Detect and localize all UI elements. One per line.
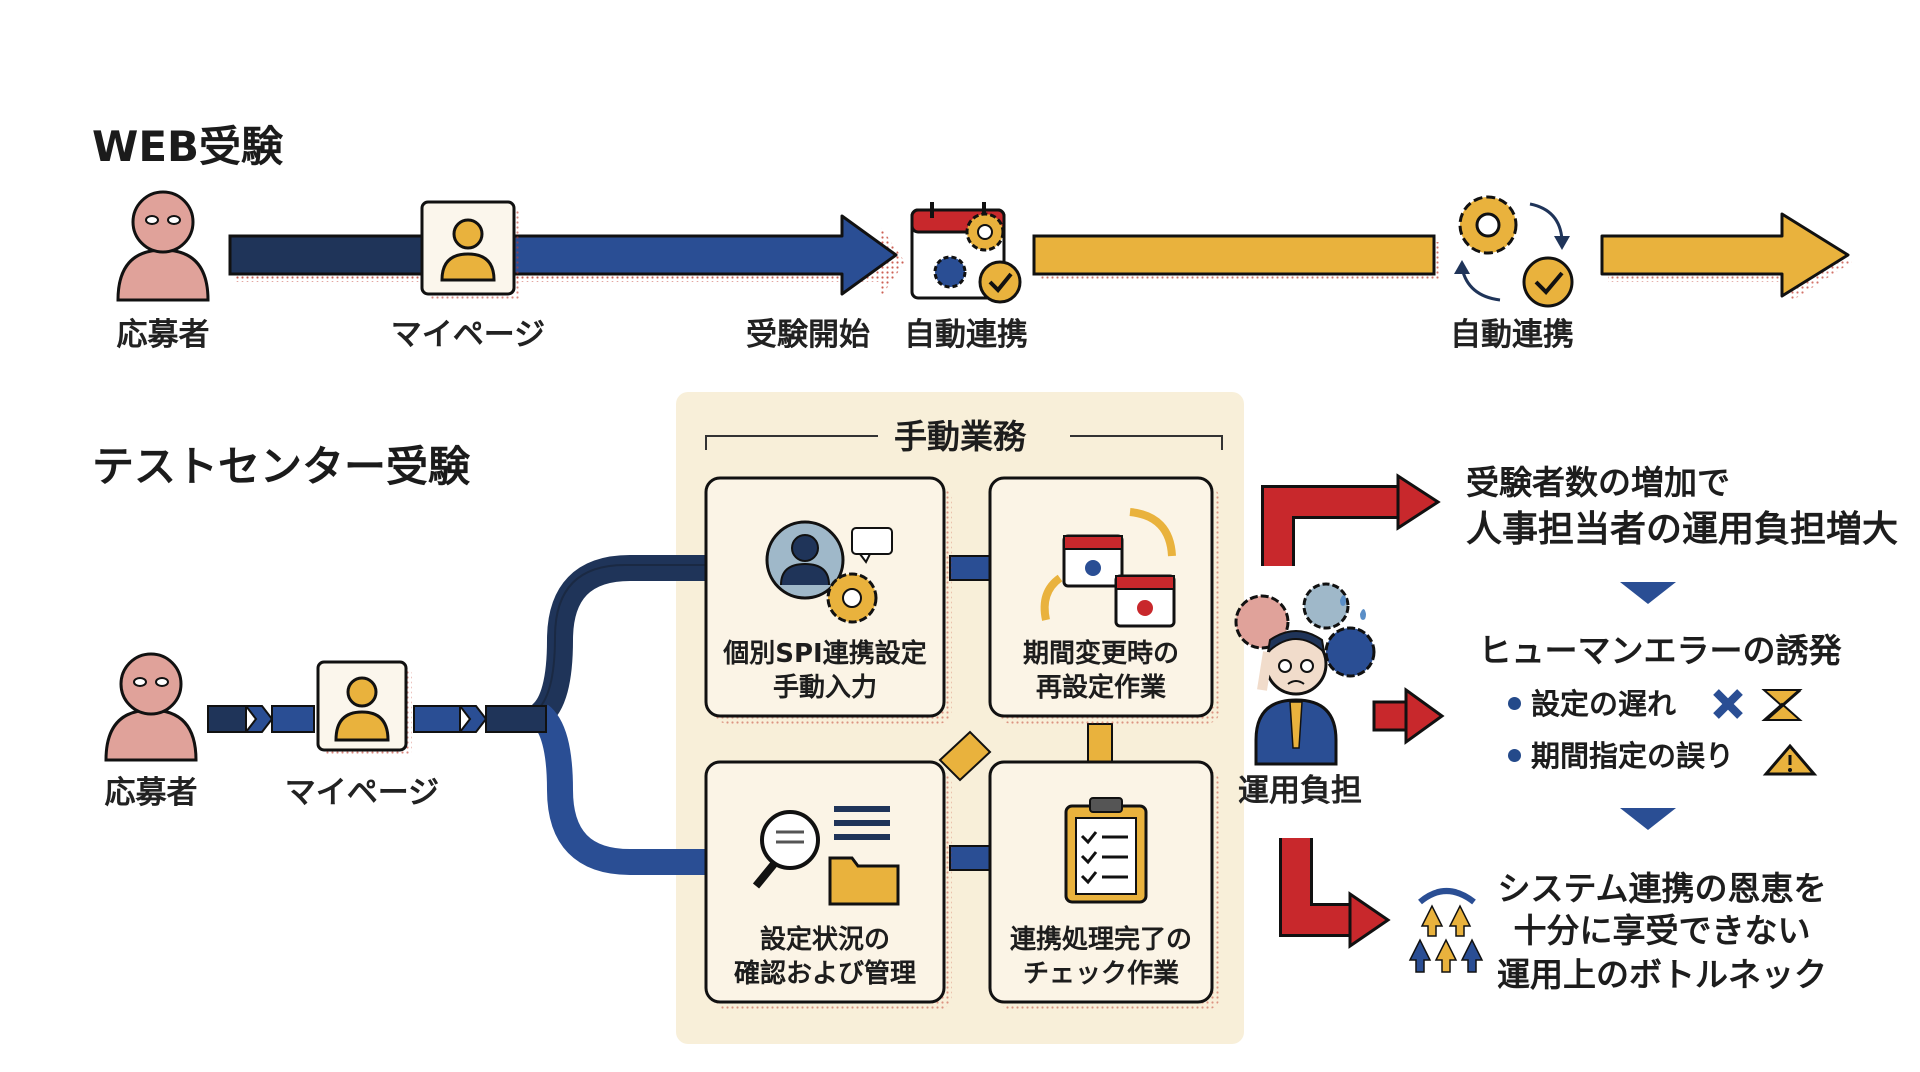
web-section-title: WEB受験 [92, 122, 284, 171]
bullet-2-text: 期間指定の誤り [1531, 739, 1735, 773]
burden-label: 運用負担 [1238, 773, 1362, 809]
bullet-2: 期間指定の誤り [1508, 742, 1734, 771]
web-flow [116, 190, 1852, 308]
manual-box-3-line1: 設定状況の [759, 925, 890, 955]
auto-link-label-2: 自動連携 [1450, 317, 1574, 353]
bullet-dot [1508, 696, 1521, 710]
manual-box-1-line2: 手動入力 [772, 672, 877, 703]
manual-box-1-line1: 個別SPI連携設定 [723, 639, 927, 669]
web-mypage-label: マイページ [390, 317, 546, 353]
magnifier-folder-icon [752, 806, 900, 906]
result-3-line1: システム連携の恩恵を [1497, 869, 1827, 908]
manual-box-3-line2: 確認および管理 [733, 958, 916, 989]
bottleneck-arrows-icon [1408, 888, 1484, 973]
bullet-1: 設定の遅れ [1508, 690, 1676, 719]
web-applicant-label: 応募者 [116, 317, 210, 353]
calendar-gear-check-icon [910, 202, 1022, 304]
red-arrow-up [1261, 473, 1441, 566]
auto-link-label-1: 自動連携 [904, 317, 1028, 353]
result-1-line2: 人事担当者の運用負担増大 [1466, 509, 1899, 550]
bullet-dot [1508, 748, 1521, 762]
tc-applicant-label: 応募者 [104, 775, 198, 811]
manual-box-1-text: 個別SPI連携設定 手動入力 [710, 638, 940, 706]
gear-cycle-check-icon [1454, 195, 1574, 308]
bullet-1-text: 設定の遅れ [1531, 687, 1677, 721]
warning-icon [1762, 743, 1818, 776]
tc-mypage-label: マイページ [284, 775, 440, 811]
red-arrow-down [1279, 838, 1391, 949]
user-gear-chat-icon [765, 520, 893, 624]
tc-flow-pipes [531, 555, 1113, 875]
manual-box-2-text: 期間変更時の 再設定作業 [986, 638, 1216, 706]
red-arrow-right [1372, 687, 1445, 745]
tc-arrows [207, 705, 547, 733]
person-icon [116, 190, 210, 302]
manual-box-4-text: 連携処理完了の チェック作業 [986, 924, 1216, 992]
result-1-line1: 受験者数の増加で [1466, 463, 1730, 502]
crossed-clock-icon [1761, 688, 1803, 722]
stressed-person-icon [1234, 582, 1376, 766]
manual-work-title: 手動業務 [884, 420, 1036, 453]
web-arrow-3 [1600, 212, 1852, 302]
manual-box-2-line1: 期間変更時の [1022, 639, 1179, 669]
result-2-title: ヒューマンエラーの誘発 [1478, 631, 1842, 670]
calendar-swap-icon [1040, 508, 1176, 628]
result-3-line2: 十分に享受できない [1513, 911, 1811, 950]
result-3-line3: 運用上のボトルネック [1497, 955, 1827, 994]
manual-box-3-text: 設定状況の 確認および管理 [710, 924, 940, 992]
web-arrow-2 [1032, 234, 1440, 280]
manual-box-4-line2: チェック作業 [1022, 958, 1179, 989]
mypage-user-icon [420, 200, 520, 300]
manual-box-4-line1: 連携処理完了の [1009, 925, 1192, 955]
tc-person-icon [104, 652, 198, 762]
x-mark-icon [1713, 689, 1743, 719]
manual-box-2-line2: 再設定作業 [1035, 672, 1166, 703]
down-triangle-1 [1620, 582, 1676, 604]
down-triangle-2 [1620, 808, 1676, 830]
tc-mypage-user-icon [316, 660, 412, 756]
clipboard-check-icon [1064, 797, 1148, 904]
exam-start-label: 受験開始 [746, 317, 870, 353]
web-arrow-1 [228, 214, 905, 298]
tc-section-title: テストセンター受験 [92, 442, 471, 491]
